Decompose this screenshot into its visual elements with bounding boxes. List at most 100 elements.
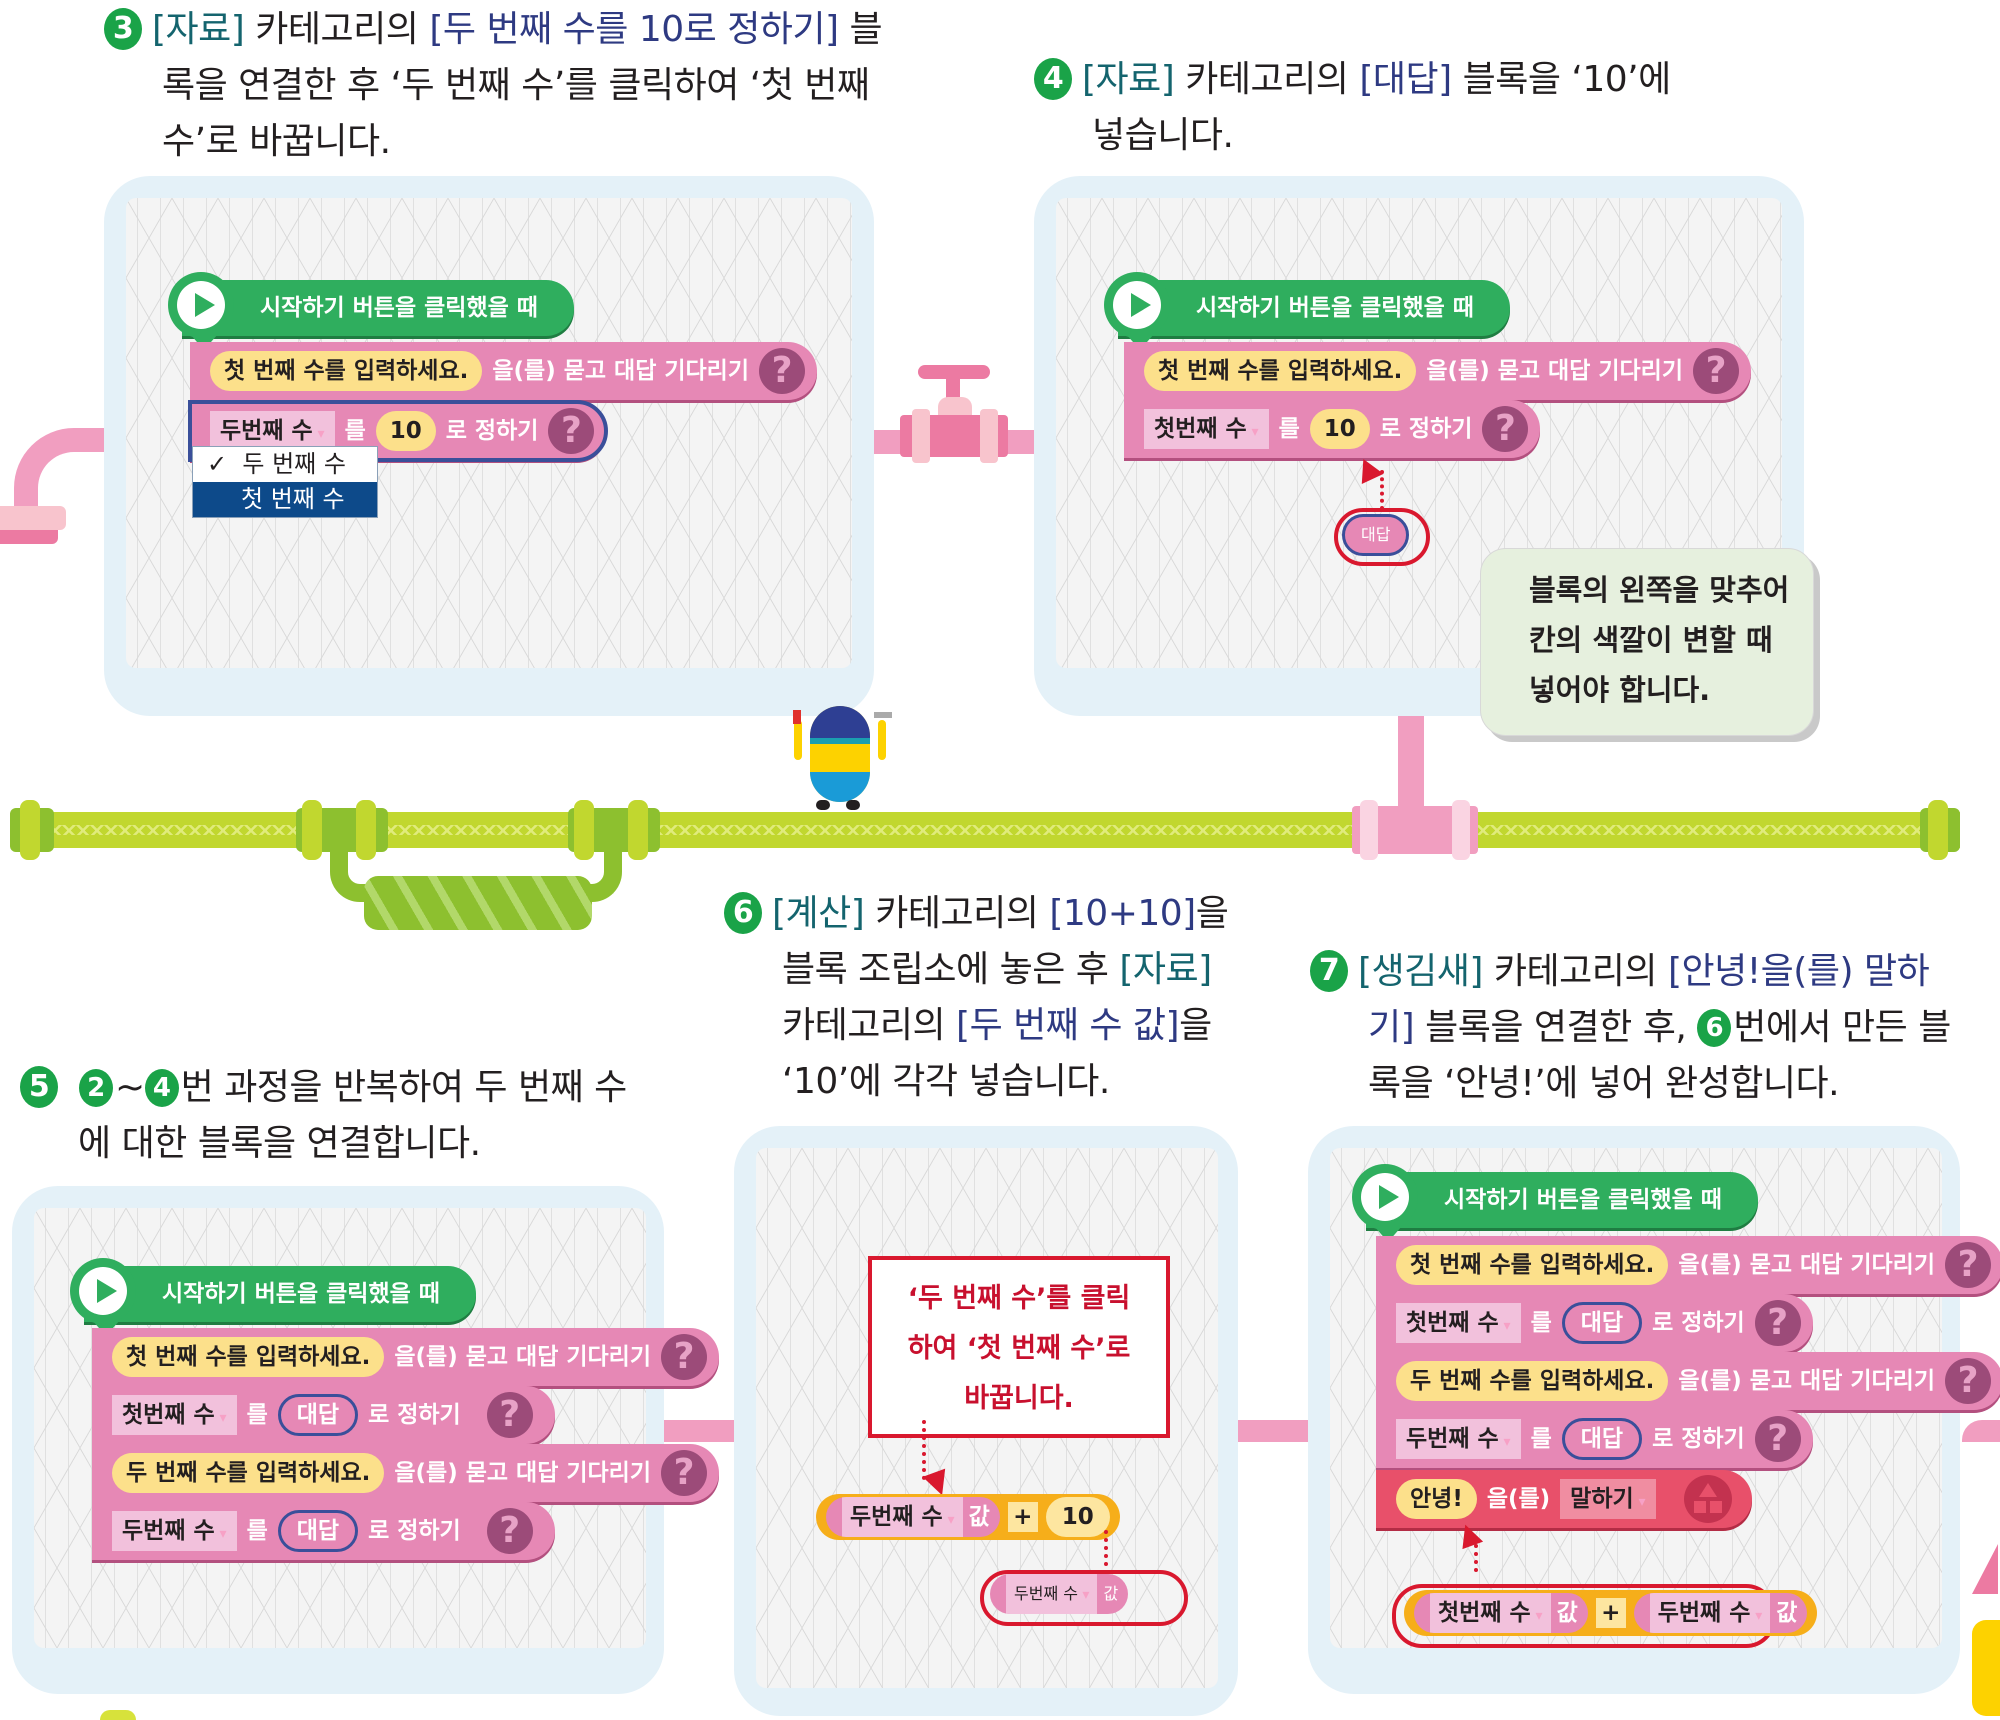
second-number-value-block[interactable]: 두번째 수값	[990, 1574, 1129, 1614]
when-start-clicked-block[interactable]: 시작하기 버튼을 클릭했을 때	[1104, 272, 1510, 350]
step-number-badge: 3	[104, 8, 142, 50]
help-icon[interactable]: ?	[661, 1450, 708, 1496]
dropdown-option-first[interactable]: 첫 번째 수	[193, 482, 377, 517]
when-start-clicked-block[interactable]: 시작하기 버튼을 클릭했을 때	[168, 272, 574, 350]
pipe-ring	[356, 800, 376, 860]
ask-text-input[interactable]: 첫 번째 수를 입력하세요.	[112, 1337, 385, 1377]
ask-and-wait-block[interactable]: 첫 번째 수를 입력하세요. 을(를) 묻고 대답 기다리기 ?	[92, 1328, 720, 1386]
help-icon[interactable]: ?	[1945, 1242, 1992, 1288]
ask-and-wait-block[interactable]: 두 번째 수를 입력하세요. 을(를) 묻고 대답 기다리기 ?	[1376, 1352, 2000, 1410]
ask-text-input[interactable]: 첫 번째 수를 입력하세요.	[1396, 1245, 1669, 1285]
help-icon[interactable]: ?	[661, 1334, 708, 1380]
dotted-arrow	[1104, 1530, 1108, 1566]
answer-block[interactable]: 대답	[277, 1510, 359, 1552]
pink-connector-pipe	[1238, 1420, 1308, 1442]
pipe-ring	[574, 800, 594, 860]
set-variable-block[interactable]: 첫번째 수 를 대답 로 정하기 ?	[92, 1386, 555, 1444]
ask-text-input[interactable]: 첫 번째 수를 입력하세요.	[210, 351, 483, 391]
ask-and-wait-block[interactable]: 첫 번째 수를 입력하세요. 을(를) 묻고 대답 기다리기 ?	[1376, 1236, 2000, 1294]
plus-operator: +	[1007, 1502, 1038, 1532]
help-icon[interactable]: ?	[486, 1508, 533, 1554]
striped-pipe-segment	[364, 876, 592, 930]
pipe-ring	[302, 800, 322, 860]
step-3-instruction: 3[자료] 카테고리의 [두 번째 수를 10로 정하기] 블 록을 연결한 후…	[104, 2, 883, 170]
play-icon	[1352, 1164, 1418, 1230]
pink-connector-pipe	[1962, 1420, 2000, 1442]
number-input[interactable]: 10	[1045, 1497, 1110, 1537]
answer-block[interactable]: 대답	[1342, 514, 1410, 556]
dotted-arrow	[1380, 470, 1384, 510]
highlight-box	[980, 1570, 1188, 1626]
valve-icon	[900, 365, 1010, 465]
step-number-badge: 5	[20, 1066, 58, 1108]
help-icon[interactable]: ?	[1754, 1416, 1801, 1462]
ask-and-wait-block[interactable]: 첫 번째 수를 입력하세요. 을(를) 묻고 대답 기다리기 ?	[1124, 342, 1752, 400]
say-block[interactable]: 안녕! 을(를) 말하기	[1376, 1470, 1752, 1528]
value-input[interactable]: 10	[1309, 409, 1370, 449]
dropdown-option-second[interactable]: ✓ 두 번째 수	[207, 450, 346, 478]
ask-and-wait-block[interactable]: 두 번째 수를 입력하세요. 을(를) 묻고 대답 기다리기 ?	[92, 1444, 720, 1502]
set-variable-block[interactable]: 두번째 수 를 대답 로 정하기 ?	[1376, 1410, 1813, 1468]
answer-block[interactable]: 대답	[1561, 1418, 1643, 1460]
variable-value-block[interactable]: 두번째 수값	[826, 1497, 1000, 1537]
variable-value-block[interactable]: 첫번째 수값	[1414, 1593, 1588, 1633]
step-4-instruction: 4[자료] 카테고리의 [대답] 블록을 ‘10’에 넣습니다.	[1034, 52, 1671, 164]
set-variable-block[interactable]: 첫번째 수 를 10 로 정하기 ?	[1124, 400, 1541, 458]
click-hint-note: ‘두 번째 수’를 클릭 하여 ‘첫 번째 수’로 바꿉니다.	[868, 1256, 1170, 1438]
step-ref-badge: 6	[1697, 1009, 1732, 1047]
play-icon	[168, 272, 234, 338]
next-step-badge-partial	[100, 1710, 136, 1720]
pipe-ring	[1928, 800, 1948, 860]
addition-block[interactable]: 첫번째 수값 + 두번째 수값	[1404, 1590, 1818, 1636]
tip-note: 블록의 왼쪽을 맞추어 칸의 색깔이 변할 때 넣어야 합니다.	[1480, 548, 1814, 736]
play-icon	[1104, 272, 1170, 338]
variable-dropdown[interactable]: 첫번째 수	[1396, 1303, 1521, 1343]
variable-dropdown[interactable]: 첫번째 수	[112, 1395, 237, 1435]
check-icon: ✓	[207, 450, 228, 478]
addition-block[interactable]: 두번째 수값 + 10	[816, 1494, 1120, 1540]
help-icon[interactable]: ?	[1693, 348, 1740, 394]
step-6-instruction: 6[계산] 카테고리의 [10+10]을 블록 조립소에 놓은 후 [자료] 카…	[724, 886, 1229, 1110]
step-ref-badge: 4	[144, 1069, 179, 1107]
ask-text-input[interactable]: 첫 번째 수를 입력하세요.	[1144, 351, 1417, 391]
set-variable-block[interactable]: 두번째 수 를 대답 로 정하기 ?	[92, 1502, 555, 1560]
play-icon	[70, 1258, 136, 1324]
variable-dropdown[interactable]: 첫번째 수	[1144, 409, 1269, 449]
pipe-ring	[1452, 800, 1470, 860]
step-number-badge: 6	[724, 892, 762, 934]
plus-operator: +	[1595, 1598, 1626, 1628]
when-start-clicked-block[interactable]: 시작하기 버튼을 클릭했을 때	[1352, 1164, 1758, 1242]
ask-text-input[interactable]: 두 번째 수를 입력하세요.	[1396, 1361, 1669, 1401]
set-variable-block[interactable]: 첫번째 수 를 대답 로 정하기 ?	[1376, 1294, 1813, 1352]
dotted-arrow	[922, 1420, 926, 1480]
value-input[interactable]: 10	[375, 411, 436, 451]
plumber-mascot	[790, 700, 892, 816]
pink-elbow-pipe	[14, 428, 104, 518]
say-text-input[interactable]: 안녕!	[1396, 1479, 1477, 1519]
party-hat-icon	[1972, 1544, 1998, 1594]
answer-block[interactable]: 대답	[277, 1394, 359, 1436]
variable-dropdown[interactable]: 두번째 수	[210, 411, 335, 451]
variable-dropdown[interactable]: 두번째 수	[1396, 1419, 1521, 1459]
variable-value-block[interactable]: 두번째 수값	[1633, 1593, 1808, 1633]
help-icon[interactable]: ?	[1754, 1300, 1801, 1346]
pink-pipe-cap	[0, 506, 66, 530]
help-icon[interactable]: ?	[1945, 1358, 1992, 1404]
help-icon[interactable]: ?	[486, 1392, 533, 1438]
help-icon[interactable]: ?	[1482, 406, 1529, 452]
answer-block[interactable]: 대답	[1561, 1302, 1643, 1344]
pink-connector-pipe	[664, 1420, 734, 1442]
pipe-ring	[20, 800, 40, 860]
ask-and-wait-block[interactable]: 첫 번째 수를 입력하세요. 을(를) 묻고 대답 기다리기 ?	[190, 342, 818, 400]
highlight-box	[1334, 508, 1430, 566]
looks-category-icon	[1683, 1475, 1732, 1523]
ask-text-input[interactable]: 두 번째 수를 입력하세요.	[112, 1453, 385, 1493]
help-icon[interactable]: ?	[759, 348, 806, 394]
pipe-ring	[628, 800, 648, 860]
say-mode-dropdown[interactable]: 말하기	[1560, 1479, 1656, 1519]
help-icon[interactable]: ?	[548, 408, 595, 454]
variable-dropdown[interactable]: 두번째 수	[112, 1511, 237, 1551]
when-start-clicked-block[interactable]: 시작하기 버튼을 클릭했을 때	[70, 1258, 476, 1336]
variable-dropdown-menu: ✓ 두 번째 수 첫 번째 수	[192, 446, 378, 518]
